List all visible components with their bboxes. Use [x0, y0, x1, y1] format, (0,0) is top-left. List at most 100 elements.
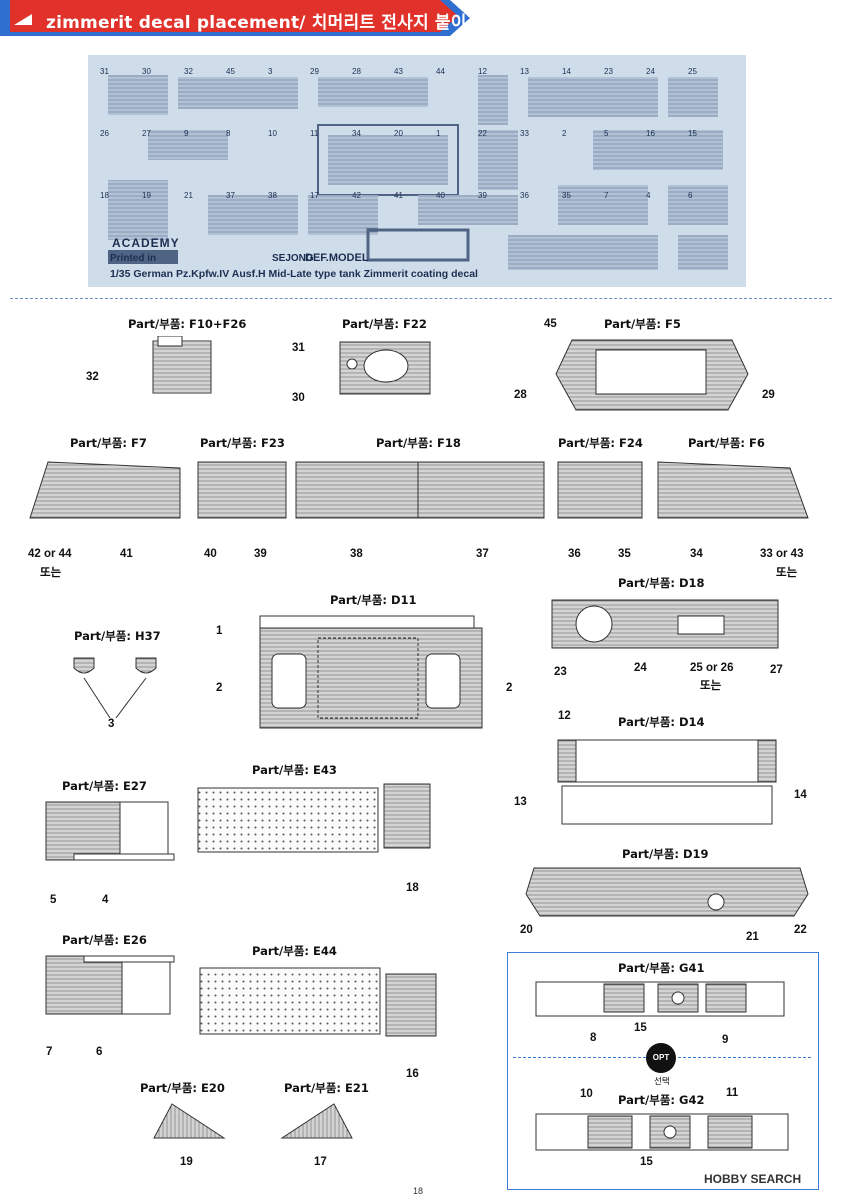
part-e43-drawing [197, 783, 431, 853]
sheet-decal-number: 9 [184, 129, 189, 138]
num-3: 3 [108, 718, 115, 730]
num-13: 13 [514, 796, 527, 808]
part-label-g42: Part/부품: G42 [618, 1093, 705, 1107]
sheet-decal-number: 24 [646, 67, 655, 76]
num-20: 20 [520, 924, 533, 936]
num-29: 29 [762, 389, 775, 401]
sheet-decal-number: 22 [478, 129, 487, 138]
num-21: 21 [746, 931, 759, 943]
part-e26-drawing [45, 955, 175, 1015]
sheet-decal-number: 33 [520, 129, 529, 138]
num-34: 34 [690, 548, 703, 560]
part-label-e26: Part/부품: E26 [62, 933, 147, 947]
part-label-f7: Part/부품: F7 [70, 436, 147, 450]
optional-box [507, 952, 819, 1190]
part-e44-drawing [199, 967, 437, 1037]
num-2-left: 2 [216, 682, 223, 694]
part-h37-drawing [73, 657, 157, 719]
sheet-decal-number: 21 [184, 191, 193, 200]
num-1: 1 [216, 625, 223, 637]
sheet-decal-number: 29 [310, 67, 319, 76]
num-42-or-44: 42 or 44 [28, 548, 72, 560]
num-28: 28 [514, 389, 527, 401]
sheet-printer: SEJONG [272, 253, 314, 264]
num-39: 39 [254, 548, 267, 560]
num-6: 6 [96, 1046, 103, 1058]
sheet-decal-number: 6 [688, 191, 693, 200]
sheet-decal-number: 37 [226, 191, 235, 200]
part-label-e20: Part/부품: E20 [140, 1081, 225, 1095]
num-2-right: 2 [506, 682, 513, 694]
part-label-d11: Part/부품: D11 [330, 593, 417, 607]
part-d14-drawing [557, 739, 777, 825]
sheet-decal-number: 10 [268, 129, 277, 138]
part-d19-drawing [525, 867, 809, 917]
part-label-f24: Part/부품: F24 [558, 436, 643, 450]
sheet-decal-number: 34 [352, 129, 361, 138]
num-23: 23 [554, 666, 567, 678]
part-label-d18: Part/부품: D18 [618, 576, 705, 590]
sheet-decal-number: 27 [142, 129, 151, 138]
part-g42-drawing [535, 1113, 789, 1151]
sheet-decal-number: 7 [604, 191, 609, 200]
part-label-f10-f26: Part/부품: F10+F26 [128, 317, 247, 331]
part-d18-drawing [551, 599, 779, 649]
sheet-decal-number: 5 [604, 129, 609, 138]
sheet-decal-number: 13 [520, 67, 529, 76]
part-label-f5: Part/부품: F5 [604, 317, 681, 331]
part-label-f22: Part/부품: F22 [342, 317, 427, 331]
decal-sheet-drawing [108, 75, 728, 270]
part-g41-drawing [535, 981, 785, 1017]
num-32: 32 [86, 371, 99, 383]
num-18: 18 [406, 882, 419, 894]
sheet-decal-number: 31 [100, 67, 109, 76]
num-35: 35 [618, 548, 631, 560]
sheet-studio: DEF.MODEL [305, 252, 369, 264]
sheet-decal-number: 39 [478, 191, 487, 200]
part-label-g41: Part/부품: G41 [618, 961, 705, 975]
part-e20-drawing [153, 1103, 226, 1139]
sheet-printed-in: Printed in [110, 253, 157, 264]
sheet-decal-number: 40 [436, 191, 445, 200]
num-31: 31 [292, 342, 305, 354]
sheet-caption: 1/35 German Pz.Kpfw.IV Ausf.H Mid-Late t… [110, 268, 478, 280]
part-f23-drawing [197, 461, 287, 519]
part-label-d19: Part/부품: D19 [622, 847, 709, 861]
part-f10-f26-drawing [152, 336, 212, 394]
sheet-decal-number: 26 [100, 129, 109, 138]
sheet-decal-number: 18 [100, 191, 109, 200]
part-f24-drawing [557, 461, 643, 519]
sheet-decal-number: 45 [226, 67, 235, 76]
sheet-decal-number: 41 [394, 191, 403, 200]
num-30: 30 [292, 392, 305, 404]
sheet-decal-number: 16 [646, 129, 655, 138]
sheet-decal-number: 42 [352, 191, 361, 200]
header-triangle-icon [14, 14, 32, 25]
sheet-decal-number: 1 [436, 129, 441, 138]
sheet-decal-number: 32 [184, 67, 193, 76]
num-8: 8 [590, 1032, 597, 1044]
header-banner [0, 0, 470, 36]
part-f7-drawing [29, 461, 181, 519]
part-f22-drawing [339, 341, 431, 395]
sheet-decal-number: 30 [142, 67, 151, 76]
sheet-decal-number: 2 [562, 129, 567, 138]
num-45: 45 [544, 318, 557, 330]
watermark: HOBBY SEARCH [704, 1172, 802, 1186]
num-11: 11 [726, 1087, 739, 1099]
part-label-e44: Part/부품: E44 [252, 944, 337, 958]
sheet-decal-number: 3 [268, 67, 273, 76]
num-4: 4 [102, 894, 109, 906]
num-41: 41 [120, 548, 133, 560]
sheet-brand-logo: ACADEMY [112, 236, 180, 250]
num-15: 15 [634, 1022, 647, 1034]
sheet-decal-number: 35 [562, 191, 571, 200]
sheet-decal-number: 20 [394, 129, 403, 138]
num-16: 16 [406, 1068, 419, 1080]
sheet-decal-number: 28 [352, 67, 361, 76]
or-text: 또는 [776, 565, 798, 579]
part-label-f18: Part/부품: F18 [376, 436, 461, 450]
part-f5-drawing [555, 339, 749, 411]
divider [10, 298, 832, 299]
sheet-decal-number: 23 [604, 67, 613, 76]
